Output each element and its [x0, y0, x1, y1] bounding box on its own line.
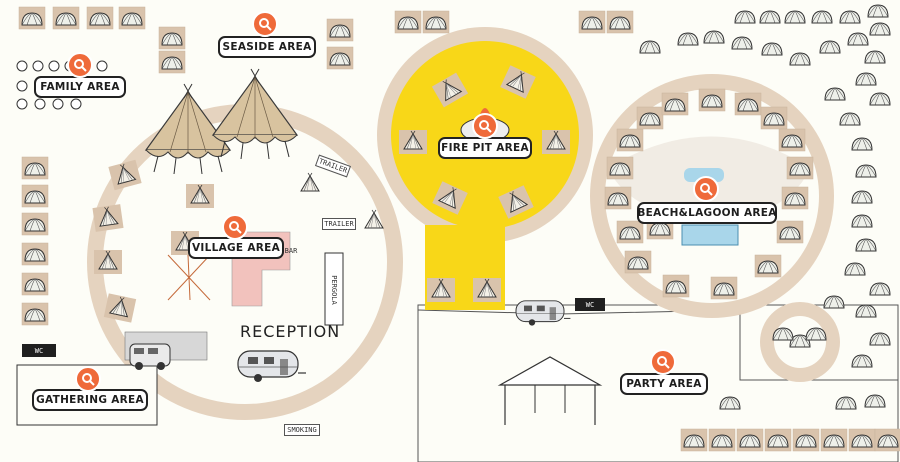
- smoking-sign: SMOKING: [284, 424, 320, 436]
- bar-sign: BAR: [284, 247, 298, 255]
- party-area-label[interactable]: PARTY AREA: [620, 373, 708, 395]
- wc-sign: WC: [575, 298, 605, 311]
- wc-sign: WC: [22, 344, 56, 357]
- gathering-area-label[interactable]: GATHERING AREA: [32, 389, 148, 411]
- fire-pit-area-label[interactable]: FIRE PIT AREA: [438, 137, 532, 159]
- trailer-sign: TRAILER: [322, 218, 356, 230]
- village-area-label[interactable]: VILLAGE AREA: [188, 237, 284, 259]
- search-icon[interactable]: [75, 366, 101, 392]
- search-icon[interactable]: [67, 52, 93, 78]
- search-icon[interactable]: [693, 176, 719, 202]
- pergola-sign: PERGOLA: [330, 275, 338, 305]
- reception-label: RECEPTION: [240, 322, 341, 341]
- beach-lagoon-area-label[interactable]: BEACH&LAGOON AREA: [637, 202, 777, 224]
- search-icon[interactable]: [252, 11, 278, 37]
- family-area-label[interactable]: FAMILY AREA: [34, 76, 126, 98]
- search-icon[interactable]: [222, 214, 248, 240]
- search-icon[interactable]: [650, 349, 676, 375]
- search-icon[interactable]: [472, 113, 498, 139]
- seaside-area-label[interactable]: SEASIDE AREA: [218, 36, 316, 58]
